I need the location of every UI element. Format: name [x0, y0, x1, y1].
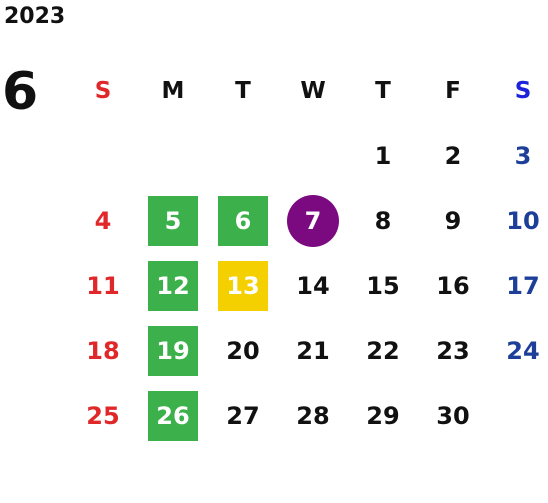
day-cell-18[interactable]: 18: [68, 318, 138, 383]
day-cell-6[interactable]: 6: [208, 188, 278, 253]
day-cell-9[interactable]: 9: [418, 188, 488, 253]
day-cell-24[interactable]: 24: [488, 318, 548, 383]
weekday-header-tue: T: [235, 77, 251, 104]
year-label: 2023: [4, 4, 66, 29]
day-cell-1[interactable]: 1: [348, 123, 418, 188]
empty-cell: [278, 123, 348, 188]
day-number: 5: [164, 206, 182, 235]
day-number: 12: [156, 271, 190, 300]
day-number: 25: [86, 401, 120, 430]
day-cell-11[interactable]: 11: [68, 253, 138, 318]
day-number: 24: [506, 336, 540, 365]
day-number: 19: [156, 336, 190, 365]
day-cell-19[interactable]: 19: [138, 318, 208, 383]
weekday-header-sat: S: [514, 77, 532, 104]
day-cell-8[interactable]: 8: [348, 188, 418, 253]
day-number: 8: [374, 206, 392, 235]
day-number: 26: [156, 401, 190, 430]
day-cell-26[interactable]: 26: [138, 383, 208, 448]
day-cell-4[interactable]: 4: [68, 188, 138, 253]
day-number: 29: [366, 401, 400, 430]
day-number: 9: [444, 206, 462, 235]
day-cell-22[interactable]: 22: [348, 318, 418, 383]
day-number: 3: [514, 141, 532, 170]
day-cell-13[interactable]: 13: [208, 253, 278, 318]
day-cell-25[interactable]: 25: [68, 383, 138, 448]
day-number: 1: [374, 141, 392, 170]
day-cell-28[interactable]: 28: [278, 383, 348, 448]
day-cell-16[interactable]: 16: [418, 253, 488, 318]
day-cell-12[interactable]: 12: [138, 253, 208, 318]
day-number: 28: [296, 401, 330, 430]
weekday-header-mon: M: [161, 77, 185, 104]
day-cell-14[interactable]: 14: [278, 253, 348, 318]
weekday-header-thu: T: [375, 77, 391, 104]
day-cell-7[interactable]: 7: [278, 188, 348, 253]
day-number: 10: [506, 206, 540, 235]
day-number: 6: [234, 206, 252, 235]
day-number: 30: [436, 401, 470, 430]
month-label: 6: [2, 62, 39, 122]
day-number: 20: [226, 336, 260, 365]
empty-cell: [68, 123, 138, 188]
day-number: 7: [304, 206, 322, 235]
empty-cell: [488, 383, 548, 448]
day-number: 15: [366, 271, 400, 300]
day-cell-3[interactable]: 3: [488, 123, 548, 188]
day-number: 23: [436, 336, 470, 365]
weekday-header-sun: S: [94, 77, 112, 104]
day-cell-30[interactable]: 30: [418, 383, 488, 448]
day-number: 21: [296, 336, 330, 365]
empty-cell: [208, 123, 278, 188]
day-number: 14: [296, 271, 330, 300]
day-number: 16: [436, 271, 470, 300]
day-cell-23[interactable]: 23: [418, 318, 488, 383]
day-number: 18: [86, 336, 120, 365]
day-cell-15[interactable]: 15: [348, 253, 418, 318]
day-cell-2[interactable]: 2: [418, 123, 488, 188]
day-number: 13: [226, 271, 260, 300]
empty-cell: [138, 123, 208, 188]
day-number: 4: [94, 206, 112, 235]
day-number: 11: [86, 271, 120, 300]
day-cell-27[interactable]: 27: [208, 383, 278, 448]
day-cell-17[interactable]: 17: [488, 253, 548, 318]
weekday-header-fri: F: [445, 77, 461, 104]
day-number: 2: [444, 141, 462, 170]
day-cell-5[interactable]: 5: [138, 188, 208, 253]
day-number: 22: [366, 336, 400, 365]
day-number: 27: [226, 401, 260, 430]
day-cell-21[interactable]: 21: [278, 318, 348, 383]
day-cell-10[interactable]: 10: [488, 188, 548, 253]
weekday-header-wed: W: [300, 77, 326, 104]
day-cell-20[interactable]: 20: [208, 318, 278, 383]
day-cell-29[interactable]: 29: [348, 383, 418, 448]
day-number: 17: [506, 271, 540, 300]
